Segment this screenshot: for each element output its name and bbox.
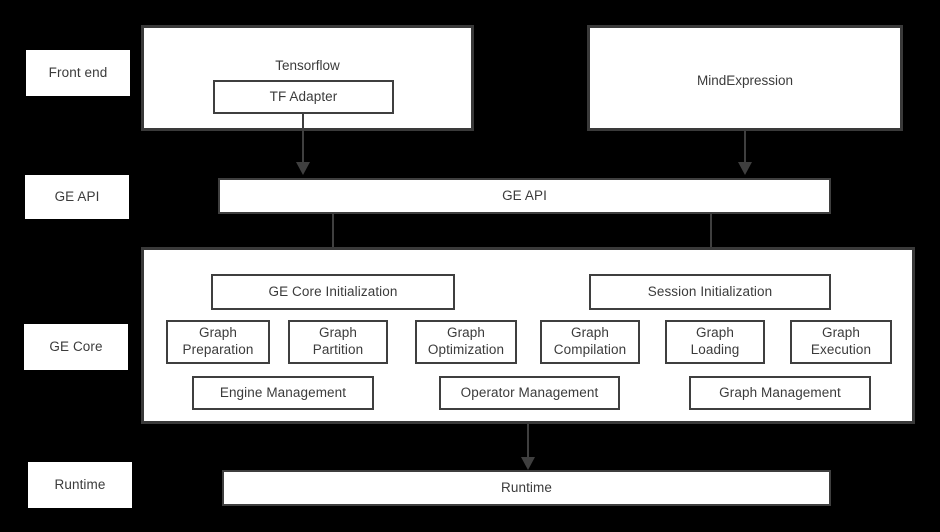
tf-adapter-label: TF Adapter	[269, 88, 338, 104]
layer-label-ge-core: GE Core	[24, 324, 128, 370]
layer-label-ge-core-text: GE Core	[49, 338, 103, 354]
layer-label-front-end: Front end	[26, 50, 130, 96]
connector-ge-core-to-runtime-arrowhead	[521, 457, 535, 470]
runtime-bar[interactable]: Runtime	[222, 470, 831, 506]
graph-execution-line1: Graph	[821, 325, 861, 341]
graph-optimization-line2: Optimization	[427, 342, 505, 357]
graph-preparation-line2: Preparation	[182, 342, 254, 357]
tf-adapter-box[interactable]: TF Adapter	[213, 80, 394, 114]
operator-management-label: Operator Management	[460, 384, 599, 400]
graph-loading-line2: Loading	[690, 342, 740, 357]
ge-api-bar[interactable]: GE API	[218, 178, 831, 214]
connector-mindexpression-to-ge-api-line	[744, 131, 746, 163]
operator-management-box[interactable]: Operator Management	[439, 376, 620, 410]
graph-loading-line1: Graph	[695, 325, 735, 341]
ge-api-bar-label: GE API	[502, 187, 547, 203]
layer-label-runtime-text: Runtime	[54, 476, 106, 492]
graph-loading-box[interactable]: Graph Loading	[665, 320, 765, 364]
connector-mindexpression-to-ge-api-arrowhead	[738, 162, 752, 175]
graph-optimization-line1: Graph	[446, 325, 485, 341]
connector-tf-adapter-to-ge-api-line	[302, 113, 304, 163]
graph-optimization-label: Graph Optimization	[428, 325, 504, 359]
graph-execution-box[interactable]: Graph Execution	[790, 320, 892, 364]
graph-partition-line1: Graph	[318, 325, 358, 341]
layer-label-front-end-text: Front end	[48, 64, 108, 80]
graph-preparation-line1: Graph	[198, 325, 238, 341]
graph-loading-label: Graph Loading	[691, 325, 740, 359]
graph-preparation-box[interactable]: Graph Preparation	[166, 320, 270, 364]
session-initialization-box[interactable]: Session Initialization	[589, 274, 831, 310]
ge-core-initialization-box[interactable]: GE Core Initialization	[211, 274, 455, 310]
ge-core-initialization-label: GE Core Initialization	[268, 283, 398, 299]
graph-execution-label: Graph Execution	[811, 325, 871, 359]
graph-management-box[interactable]: Graph Management	[689, 376, 871, 410]
graph-compilation-line1: Graph	[570, 325, 609, 341]
layer-label-runtime: Runtime	[28, 462, 132, 508]
graph-management-label: Graph Management	[719, 384, 841, 400]
connector-tf-adapter-to-ge-api-arrowhead	[296, 162, 310, 175]
engine-management-label: Engine Management	[219, 384, 347, 400]
layer-label-ge-api-text: GE API	[54, 188, 100, 204]
connector-ge-api-to-session-init-line	[710, 214, 712, 260]
graph-preparation-label: Graph Preparation	[183, 325, 254, 359]
tensorflow-container: Tensorflow	[141, 25, 474, 131]
graph-execution-line2: Execution	[810, 342, 872, 357]
graph-partition-box[interactable]: Graph Partition	[288, 320, 388, 364]
mindexpression-container: MindExpression	[587, 25, 903, 131]
session-initialization-label: Session Initialization	[647, 283, 773, 299]
connector-ge-core-to-runtime-line	[527, 424, 529, 466]
graph-optimization-box[interactable]: Graph Optimization	[415, 320, 517, 364]
layer-label-ge-api: GE API	[25, 175, 129, 219]
mindexpression-title: MindExpression	[696, 73, 794, 88]
tensorflow-title: Tensorflow	[275, 58, 340, 73]
runtime-bar-label: Runtime	[501, 479, 552, 495]
engine-management-box[interactable]: Engine Management	[192, 376, 374, 410]
graph-compilation-label: Graph Compilation	[554, 325, 626, 359]
graph-partition-line2: Partition	[312, 342, 364, 357]
graph-compilation-line2: Compilation	[553, 342, 627, 357]
connector-ge-api-to-ge-core-init-line	[332, 214, 334, 260]
graph-partition-label: Graph Partition	[313, 325, 363, 359]
graph-compilation-box[interactable]: Graph Compilation	[540, 320, 640, 364]
